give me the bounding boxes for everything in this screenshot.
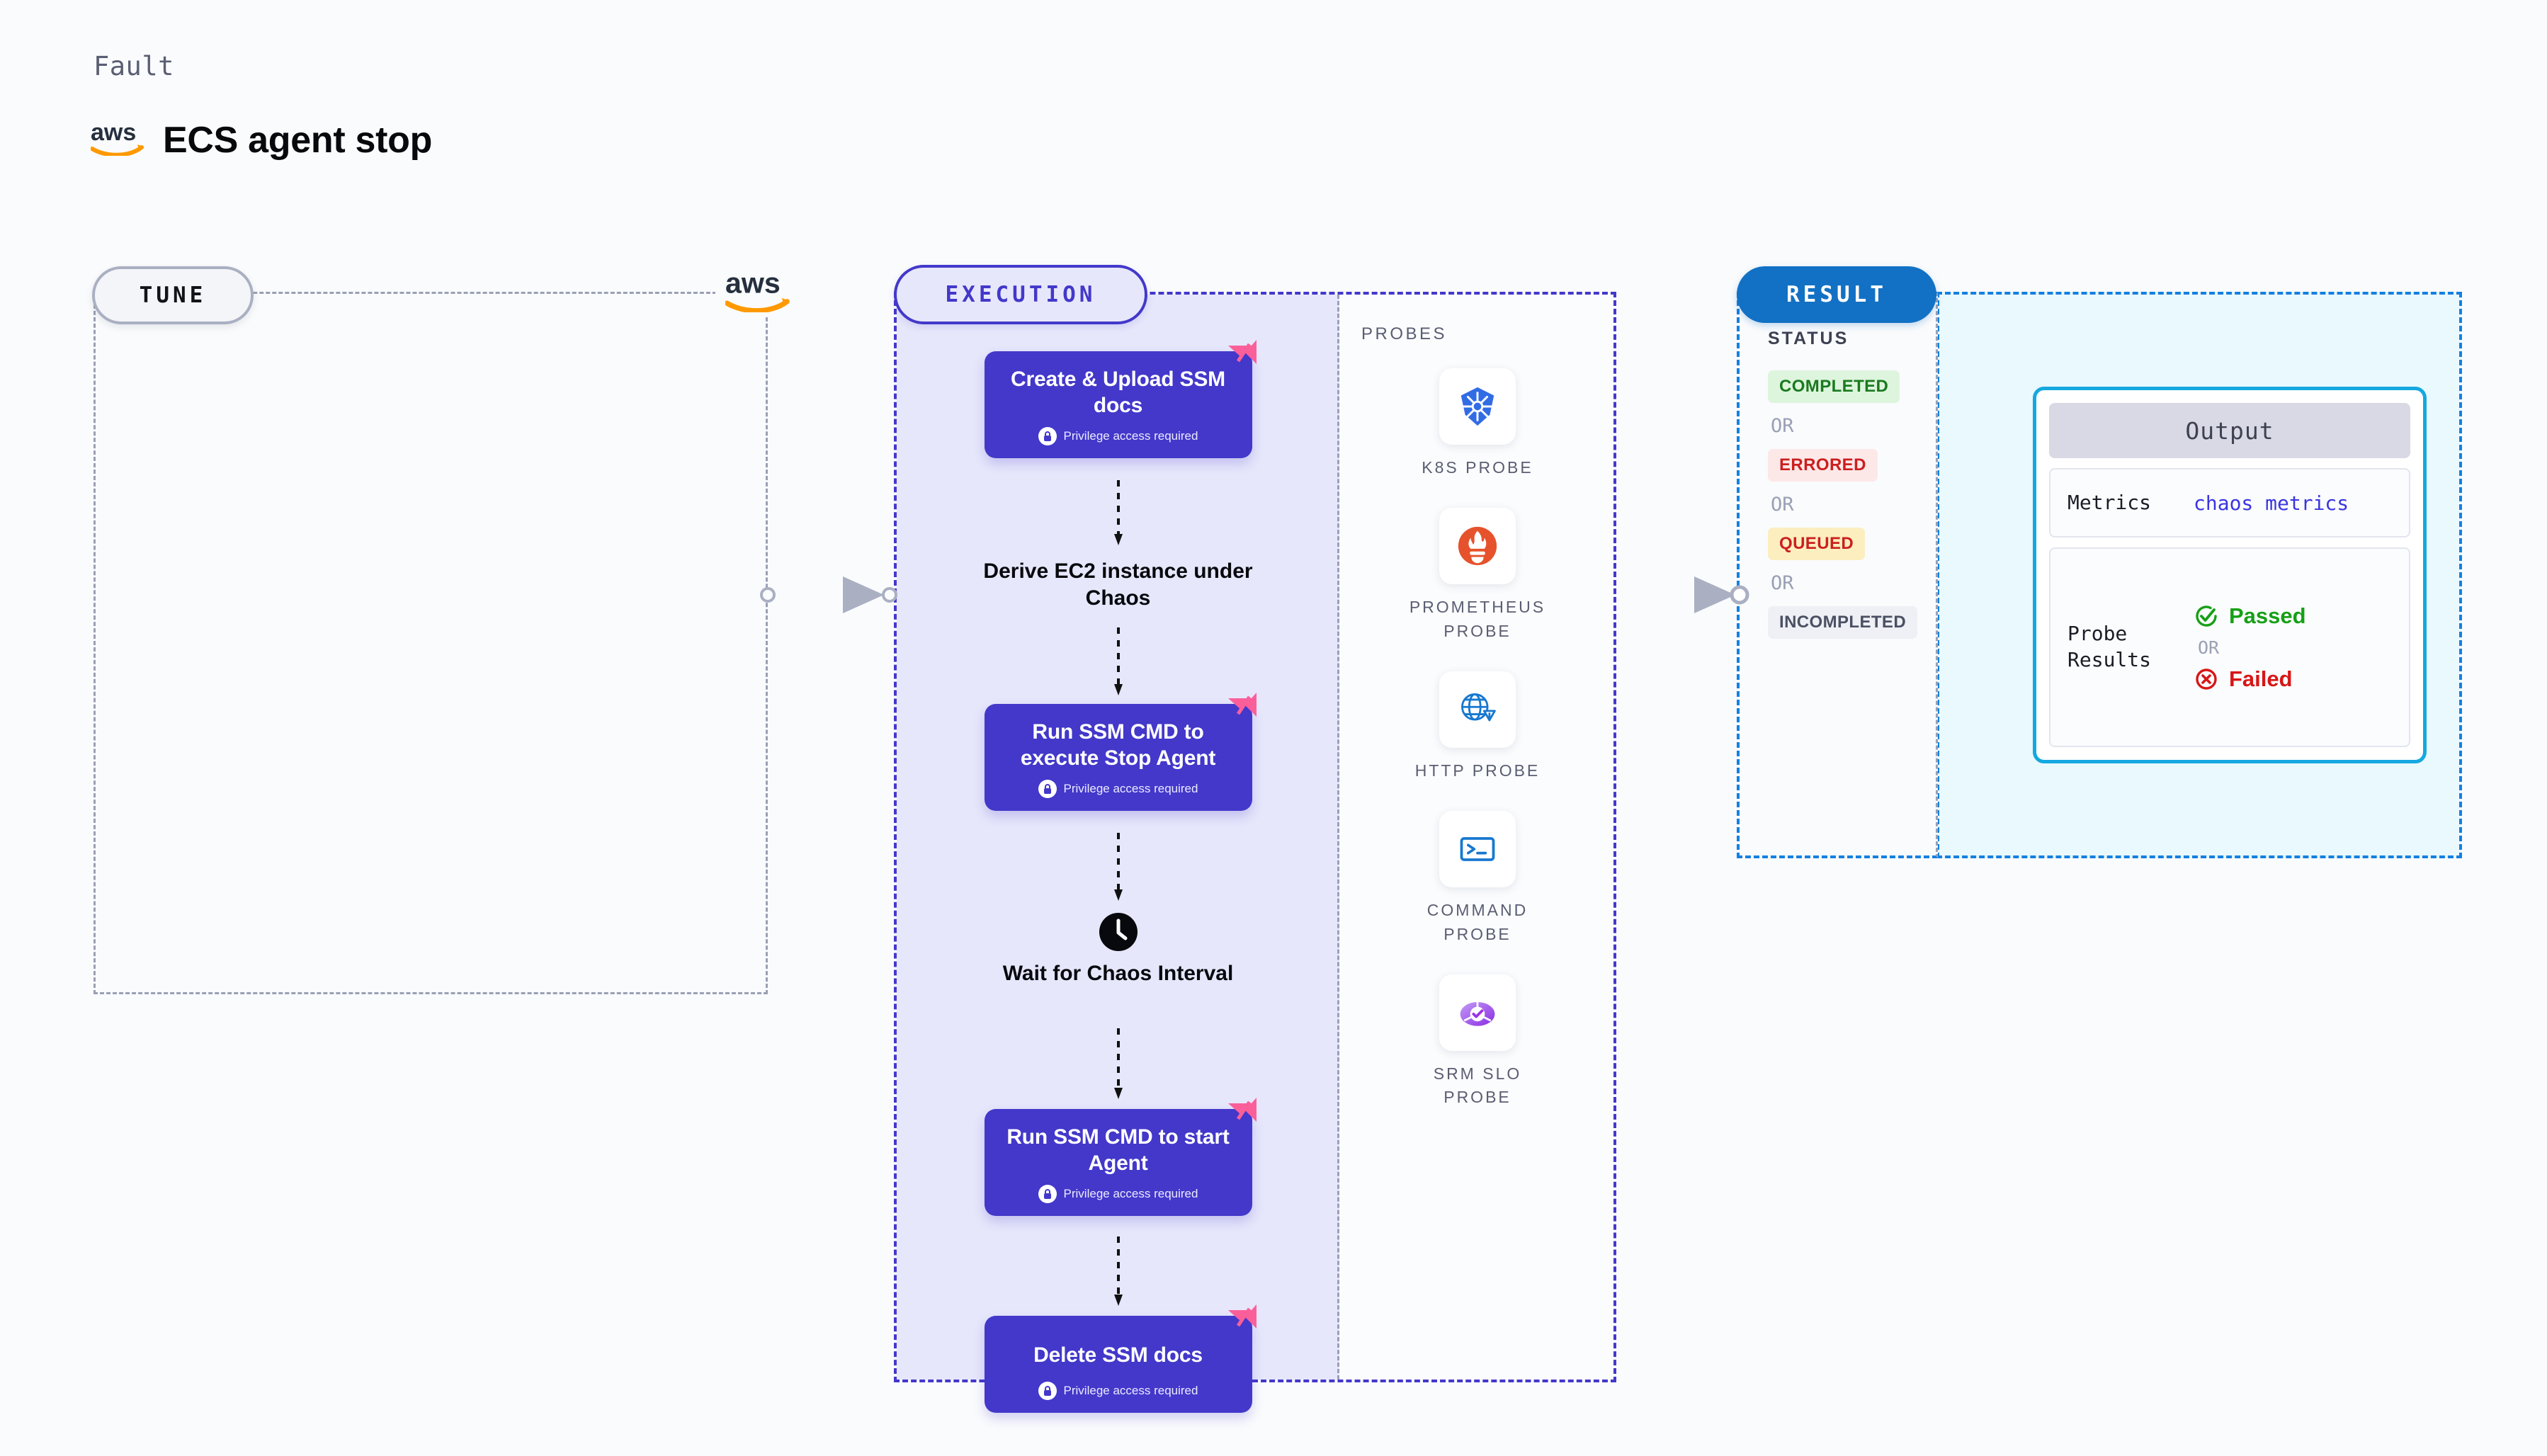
- probe-item-k8s[interactable]: K8S PROBE: [1407, 368, 1548, 479]
- execution-node-create-upload-ssm-docs[interactable]: Create & Upload SSM docs Privilege acces…: [984, 340, 1257, 459]
- probe-item-command[interactable]: COMMAND PROBE: [1407, 811, 1548, 946]
- lock-icon: [1038, 1381, 1057, 1400]
- privilege-note: Privilege access required: [996, 1381, 1241, 1400]
- privilege-note: Privilege access required: [996, 427, 1241, 446]
- connector-arrow: [1113, 833, 1123, 901]
- privilege-note: Privilege access required: [996, 1185, 1241, 1204]
- probe-result-failed-label: Failed: [2229, 666, 2293, 691]
- check-circle-icon: [2196, 605, 2217, 627]
- probe-result-passed: Passed: [2194, 603, 2306, 629]
- status-or: OR: [1771, 572, 1794, 594]
- srm-slo-icon: [1439, 974, 1516, 1052]
- connector-arrow: [1113, 480, 1123, 545]
- execution-node-run-ssm-cmd-stop-agent[interactable]: Run SSM CMD to execute Stop Agent Privil…: [984, 693, 1257, 812]
- probe-item-prometheus[interactable]: PROMETHEUS PROBE: [1407, 508, 1548, 643]
- privilege-note-label: Privilege access required: [1063, 782, 1198, 796]
- page-title: ECS agent stop: [163, 119, 433, 161]
- stage-badge-tune[interactable]: TUNE: [92, 266, 254, 324]
- probe-label: HTTP PROBE: [1414, 761, 1541, 780]
- output-row-metrics[interactable]: Metrics chaos metrics: [2049, 468, 2410, 538]
- connector-arrow: [1113, 1236, 1123, 1306]
- probe-item-http[interactable]: HTTP PROBE: [1407, 671, 1548, 783]
- lock-icon: [1038, 1185, 1057, 1204]
- tune-aws-logo-icon: aws: [715, 263, 800, 317]
- probes-title: PROBES: [1361, 324, 1448, 343]
- output-probe-results-values: Passed OR Failed: [2194, 603, 2306, 692]
- probes-column: PROBES: [1341, 295, 1613, 1380]
- clock-icon: [1099, 913, 1138, 951]
- execution-node-delete-ssm-docs[interactable]: Delete SSM docs Privilege access require…: [984, 1304, 1257, 1413]
- status-badge-completed[interactable]: COMPLETED: [1768, 370, 1900, 403]
- status-badge-queued[interactable]: QUEUED: [1768, 528, 1866, 560]
- status-or: OR: [1771, 415, 1794, 437]
- probe-label: PROMETHEUS PROBE: [1409, 598, 1546, 640]
- privilege-note: Privilege access required: [996, 780, 1241, 799]
- output-metrics-value[interactable]: chaos metrics: [2194, 491, 2349, 515]
- arrow-execution-to-result: [1596, 576, 1749, 613]
- probe-label: COMMAND PROBE: [1426, 901, 1528, 943]
- execution-step-wait-for-chaos-interval: Wait for Chaos Interval: [1002, 962, 1234, 985]
- execution-node-title: Create & Upload SSM docs: [1011, 368, 1225, 417]
- privilege-note-label: Privilege access required: [1063, 1187, 1198, 1201]
- terminal-icon: [1439, 811, 1516, 888]
- execution-node-title: Run SSM CMD to execute Stop Agent: [1020, 720, 1216, 770]
- aws-logo-icon: aws: [90, 119, 144, 159]
- lock-icon: [1038, 780, 1057, 799]
- probes-list: K8S PROBE PROMETHEUS PROBE: [1341, 368, 1613, 1110]
- stage-badge-result[interactable]: RESULT: [1737, 266, 1936, 323]
- probe-item-srm-slo[interactable]: SRM SLO PROBE: [1407, 974, 1548, 1110]
- lock-icon: [1038, 427, 1057, 446]
- stage-badge-execution[interactable]: EXECUTION: [894, 265, 1147, 324]
- probe-result-failed: Failed: [2194, 666, 2306, 692]
- svg-text:aws: aws: [91, 120, 136, 146]
- status-title: STATUS: [1768, 329, 1849, 348]
- prometheus-icon: [1439, 508, 1516, 585]
- connector-arrow: [1113, 1028, 1123, 1099]
- execution-node-run-ssm-cmd-start-agent[interactable]: Run SSM CMD to start Agent Privilege acc…: [984, 1098, 1257, 1217]
- execution-flow: Create & Upload SSM docs Privilege acces…: [897, 295, 1339, 1413]
- page-header: aws ECS agent stop: [90, 119, 433, 161]
- probe-result-passed-label: Passed: [2229, 603, 2306, 628]
- execution-node-title: Delete SSM docs: [1033, 1343, 1203, 1367]
- connector-arrow: [1113, 627, 1123, 695]
- output-metrics-label: Metrics: [2067, 490, 2152, 514]
- svg-text:aws: aws: [725, 268, 781, 300]
- x-circle-icon: [2196, 668, 2217, 690]
- privilege-note-label: Privilege access required: [1063, 1383, 1198, 1397]
- tune-panel: [93, 292, 768, 994]
- status-badge-errored[interactable]: ERRORED: [1768, 449, 1878, 482]
- kubernetes-icon: [1439, 368, 1516, 445]
- probe-label: K8S PROBE: [1422, 458, 1533, 477]
- execution-step-derive-ec2-instance: Derive EC2 instance under Chaos: [983, 559, 1253, 610]
- status-list: COMPLETED OR ERRORED OR QUEUED OR INCOMP…: [1768, 370, 1936, 639]
- page-eyebrow: Fault: [93, 51, 174, 81]
- probe-result-or: OR: [2198, 637, 2220, 658]
- execution-flow-column: Create & Upload SSM docs Privilege acces…: [897, 295, 1339, 1413]
- privilege-note-label: Privilege access required: [1063, 429, 1198, 443]
- arrow-tune-to-execution: [760, 576, 897, 613]
- http-globe-warning-icon: [1439, 671, 1516, 749]
- probe-label: SRM SLO PROBE: [1433, 1064, 1522, 1107]
- status-badge-incompleted[interactable]: INCOMPLETED: [1768, 606, 1918, 639]
- execution-node-title: Run SSM CMD to start Agent: [1006, 1125, 1230, 1175]
- execution-panel: Create & Upload SSM docs Privilege acces…: [894, 292, 1616, 1413]
- output-title: Output: [2049, 403, 2410, 458]
- status-or: OR: [1771, 494, 1794, 516]
- result-status-panel: STATUS COMPLETED OR ERRORED OR QUEUED OR…: [1737, 292, 1938, 858]
